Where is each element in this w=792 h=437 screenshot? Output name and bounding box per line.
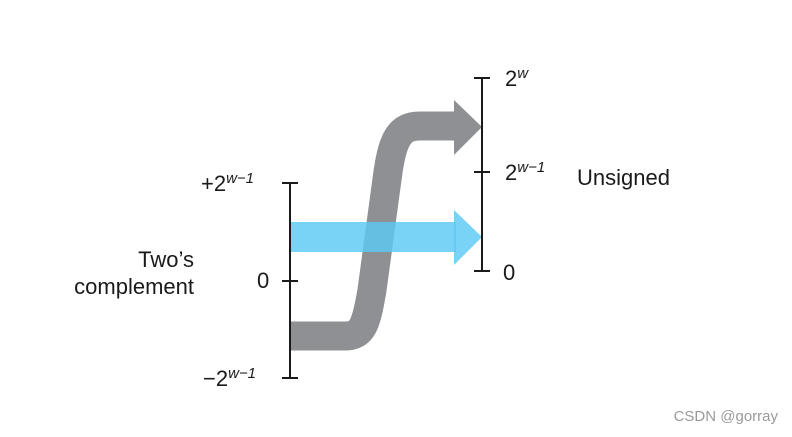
twos-min-exp: w−1: [228, 365, 257, 382]
unsigned-max-label: 2w: [505, 65, 529, 91]
unsigned-mid-base: 2: [505, 160, 518, 185]
positive-range-arrow-body: [290, 222, 456, 252]
unsigned-zero-label: 0: [503, 262, 515, 284]
twos-max-base: +2: [201, 171, 227, 196]
unsigned-mid-label: 2w−1: [505, 159, 546, 185]
twos-zero-text: 0: [257, 268, 270, 293]
negative-range-arrowhead: [454, 100, 482, 155]
twos-min-base: −2: [203, 366, 229, 391]
unsigned-axis: [474, 77, 490, 272]
twos-complement-axis: [282, 182, 298, 379]
unsigned-max-exp: w: [517, 65, 529, 82]
unsigned-zero-text: 0: [503, 260, 516, 285]
unsigned-title-text: Unsigned: [577, 165, 670, 190]
twos-complement-min-label: −2w−1: [203, 365, 257, 391]
twos-complement-title: Two’s complement: [74, 246, 194, 300]
positive-range-arrowhead: [454, 210, 482, 265]
twos-title-line1: Two’s: [138, 247, 194, 272]
twos-complement-max-label: +2w−1: [201, 170, 255, 196]
unsigned-mid-exp: w−1: [517, 159, 546, 176]
twos-max-exp: w−1: [226, 170, 255, 187]
unsigned-max-base: 2: [505, 66, 518, 91]
twos-title-line2: complement: [74, 274, 194, 299]
twos-complement-zero-label: 0: [257, 270, 269, 292]
unsigned-title: Unsigned: [577, 167, 670, 189]
watermark: CSDN @gorray: [673, 408, 778, 425]
